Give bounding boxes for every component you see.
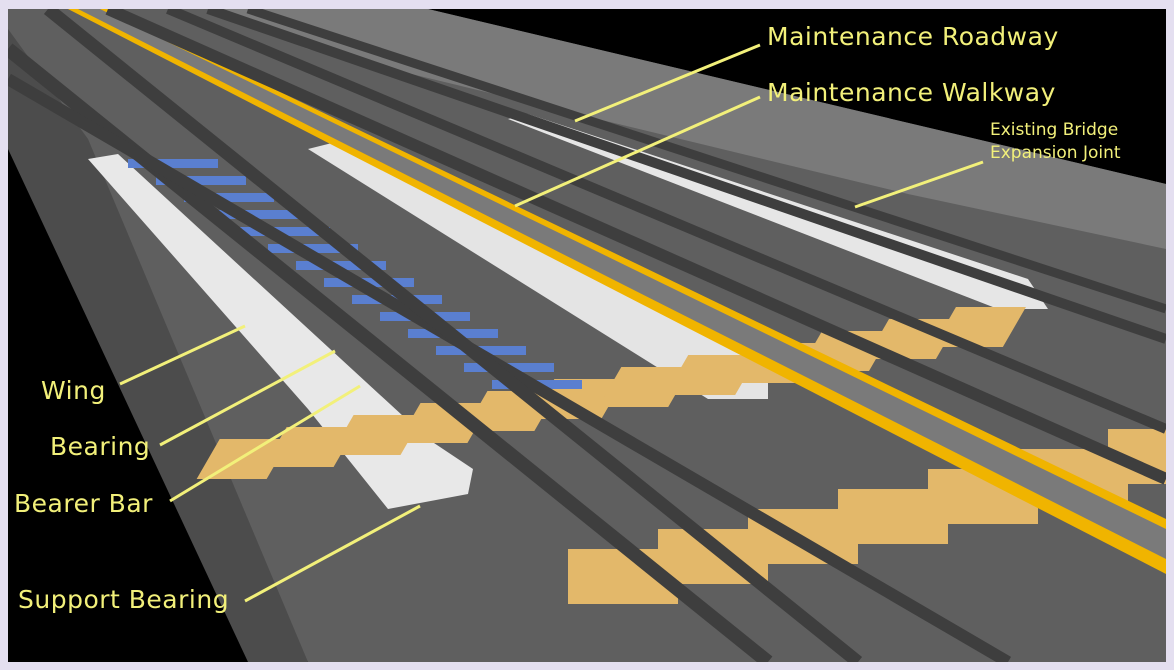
label-support-bearing: Support Bearing [18,585,230,614]
rail [206,9,1166,344]
sleeper [330,415,424,455]
leader-expansion-joint [854,160,984,209]
label-expansion-joint-line2: Expansion Joint [990,143,1121,163]
leader-maintenance-roadway [574,43,761,123]
rail [43,9,863,662]
maintenance-walkway [68,9,1166,574]
rails [8,9,1166,662]
leader-support-bearing [244,504,421,603]
leader-bearer-bar [169,384,361,503]
label-expansion-joint-line1: Existing Bridge [990,120,1119,140]
bearer-bar [268,244,358,253]
label-wing: Wing [41,376,106,405]
leader-wing [119,324,246,386]
walkway-grating [78,9,1166,559]
rail [246,9,1166,314]
bearer-bar [212,210,302,219]
label-expansion-joint: Existing Bridge Expansion Joint [990,119,1121,165]
rail [166,9,1166,434]
bearer-bar [296,261,386,270]
label-maintenance-walkway: Maintenance Walkway [767,78,1056,107]
bearer-bar [128,159,218,168]
label-maintenance-roadway: Maintenance Roadway [767,22,1059,51]
rail [105,9,1166,485]
bearer-bar [184,193,274,202]
label-bearing: Bearing [50,432,151,461]
leader-maintenance-walkway [514,95,761,208]
sleeper [263,427,357,467]
sleeper [598,367,692,407]
leader-lines [119,43,984,603]
sleeper [665,355,759,395]
wing-right [308,139,768,399]
sleeper [196,439,290,479]
rail [8,73,1012,662]
rail-expansion-joint-render: Maintenance Roadway Maintenance Walkway … [8,9,1166,662]
bearer-bar [240,227,330,236]
leader-bearing [159,349,336,447]
label-bearer-bar: Bearer Bar [14,489,153,518]
render-illustration [8,9,1166,662]
left-deck-edge [8,29,308,662]
bearer-bar [324,278,414,287]
bearer-bar [156,176,246,185]
